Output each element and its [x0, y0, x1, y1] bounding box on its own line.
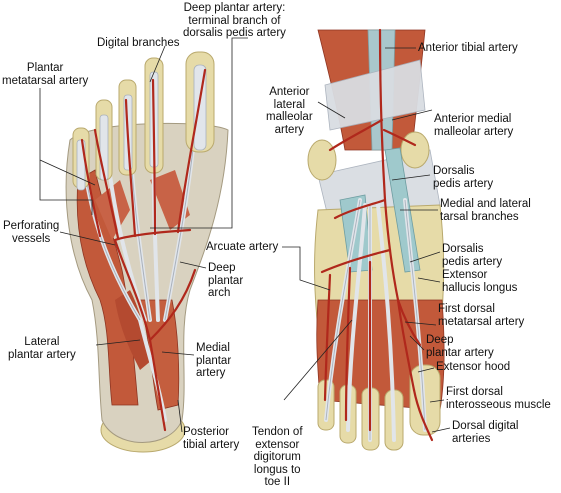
- label-posterior-tibial: Posterior tibial artery: [183, 426, 239, 451]
- label-line: hallucis longus: [442, 281, 518, 294]
- label-line: plantar: [208, 274, 244, 287]
- label-line: dorsalis pedis artery: [183, 27, 286, 39]
- label-line: arch: [208, 287, 231, 299]
- label-line: Lateral: [24, 336, 60, 348]
- label-line: metatarsal artery: [2, 74, 89, 87]
- label-line: Deep: [208, 262, 236, 274]
- label-line: pedis artery: [442, 255, 503, 268]
- label-extensor-hood: Extensor hood: [436, 361, 510, 374]
- label-line: longus to: [253, 463, 301, 476]
- label-line: Dorsal digital: [452, 420, 519, 432]
- label-anterior-medial-malleolar: Anterior medial malleolar artery: [434, 113, 513, 138]
- label-line: tibial artery: [183, 438, 240, 451]
- label-plantar-metatarsal: Plantar metatarsal artery: [2, 62, 88, 87]
- label-line: Posterior: [183, 426, 230, 438]
- label-line: First dorsal: [446, 386, 503, 398]
- label-line: malleolar: [266, 111, 313, 123]
- label-line: Dorsalis: [442, 243, 484, 255]
- label-line: Deep: [426, 334, 454, 346]
- label-line: extensor: [255, 438, 300, 451]
- label-deep-plantar-2: Deep plantar artery: [426, 334, 494, 359]
- label-line: Arcuate artery: [206, 241, 279, 253]
- label-dorsalis-pedis-1: Dorsalis pedis artery: [433, 165, 493, 190]
- label-anterior-lateral-malleolar: Anterior lateral malleolar artery: [266, 86, 313, 136]
- label-line: plantar: [196, 354, 232, 367]
- label-line: Extensor: [442, 269, 488, 281]
- label-line: vessels: [11, 232, 51, 245]
- label-line: arteries: [452, 432, 491, 445]
- label-digital-branches: Digital branches: [97, 37, 179, 50]
- label-first-dorsal-metatarsal: First dorsal metatarsal artery: [438, 303, 524, 328]
- label-line: First dorsal: [438, 303, 495, 315]
- label-line: Plantar: [26, 62, 64, 74]
- label-medial-plantar: Medial plantar artery: [196, 342, 231, 380]
- label-line: lateral: [273, 98, 305, 111]
- label-line: toe II: [264, 476, 291, 488]
- label-line: malleolar artery: [434, 125, 514, 138]
- dorsal-foot-view: [307, 28, 445, 451]
- label-arcuate: Arcuate artery: [206, 241, 278, 254]
- label-line: Dorsalis: [433, 165, 475, 177]
- label-line: Perforating: [3, 220, 60, 232]
- label-line: metatarsal artery: [438, 315, 525, 328]
- label-deep-plantar-terminal: Deep plantar artery: terminal branch of …: [183, 2, 286, 40]
- label-line: interosseous muscle: [446, 398, 551, 411]
- label-line: pedis artery: [433, 177, 494, 190]
- label-lateral-plantar: Lateral plantar artery: [8, 336, 76, 361]
- label-line: Tendon of: [252, 426, 303, 438]
- label-medial-lateral-tarsal: Medial and lateral tarsal branches: [440, 198, 531, 223]
- label-line: Medial and lateral: [440, 198, 531, 210]
- label-line: Anterior: [269, 86, 310, 98]
- label-line: plantar artery: [8, 348, 76, 361]
- label-tendon-extensor: Tendon of extensor digitorum longus to t…: [252, 426, 303, 489]
- leader-lines: [39, 37, 451, 433]
- label-line: artery: [274, 123, 305, 136]
- label-first-dorsal-interosseous: First dorsal interosseous muscle: [446, 386, 551, 411]
- label-extensor-hallucis: Extensor hallucis longus: [442, 269, 517, 294]
- label-line: plantar artery: [426, 346, 494, 359]
- label-line: Anterior medial: [434, 113, 512, 125]
- label-dorsalis-pedis-2: Dorsalis pedis artery: [442, 243, 502, 268]
- label-deep-plantar-arch: Deep plantar arch: [208, 262, 243, 300]
- label-anterior-tibial: Anterior tibial artery: [418, 42, 518, 55]
- label-dorsal-digital: Dorsal digital arteries: [452, 420, 518, 445]
- label-line: tarsal branches: [440, 210, 519, 223]
- label-line: Medial: [196, 342, 230, 354]
- label-perforating-vessels: Perforating vessels: [3, 220, 59, 245]
- label-line: artery: [196, 367, 226, 379]
- label-line: Deep plantar artery:: [183, 2, 286, 14]
- label-line: Extensor hood: [436, 361, 511, 373]
- label-line: terminal branch of: [188, 14, 281, 27]
- label-line: Digital branches: [97, 37, 180, 49]
- label-line: digitorum: [253, 451, 301, 463]
- label-line: Anterior tibial artery: [418, 42, 518, 54]
- plantar-foot-view: [65, 51, 229, 453]
